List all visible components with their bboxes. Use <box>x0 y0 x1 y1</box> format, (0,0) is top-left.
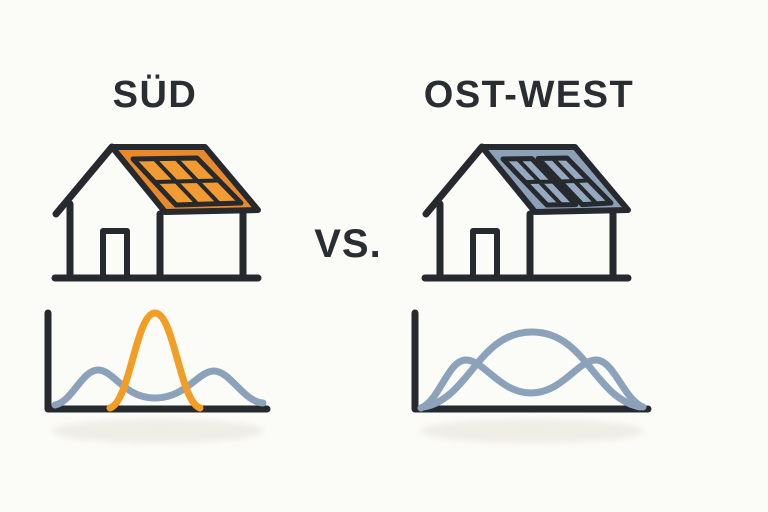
ost-west-house-icon <box>421 143 632 282</box>
house-door <box>100 228 130 281</box>
orange-midday-peak-curve <box>106 309 204 412</box>
chart-axes <box>411 309 652 413</box>
sued-house-icon <box>51 143 262 282</box>
ost-west-title: OST-WEST <box>424 74 634 116</box>
ost-west-production-chart <box>411 309 652 443</box>
house-walls-and-ground <box>51 143 262 282</box>
chart-shadow <box>420 419 644 443</box>
chart-axes <box>44 309 271 413</box>
chart-shadow <box>52 419 264 443</box>
east-solar-panel-grid <box>515 156 564 207</box>
sued-title: SÜD <box>113 73 198 116</box>
blue-double-peak-curve <box>417 356 647 412</box>
blue-broad-dome-curve <box>420 328 644 411</box>
sued-production-chart <box>44 309 271 443</box>
house-walls-and-ground <box>421 143 632 282</box>
vs-label: VS. <box>314 222 381 266</box>
blue-morning-evening-curve <box>51 366 267 409</box>
south-solar-panel-grid <box>152 156 222 207</box>
west-solar-panel-grid <box>550 156 599 206</box>
house-door <box>470 228 500 281</box>
